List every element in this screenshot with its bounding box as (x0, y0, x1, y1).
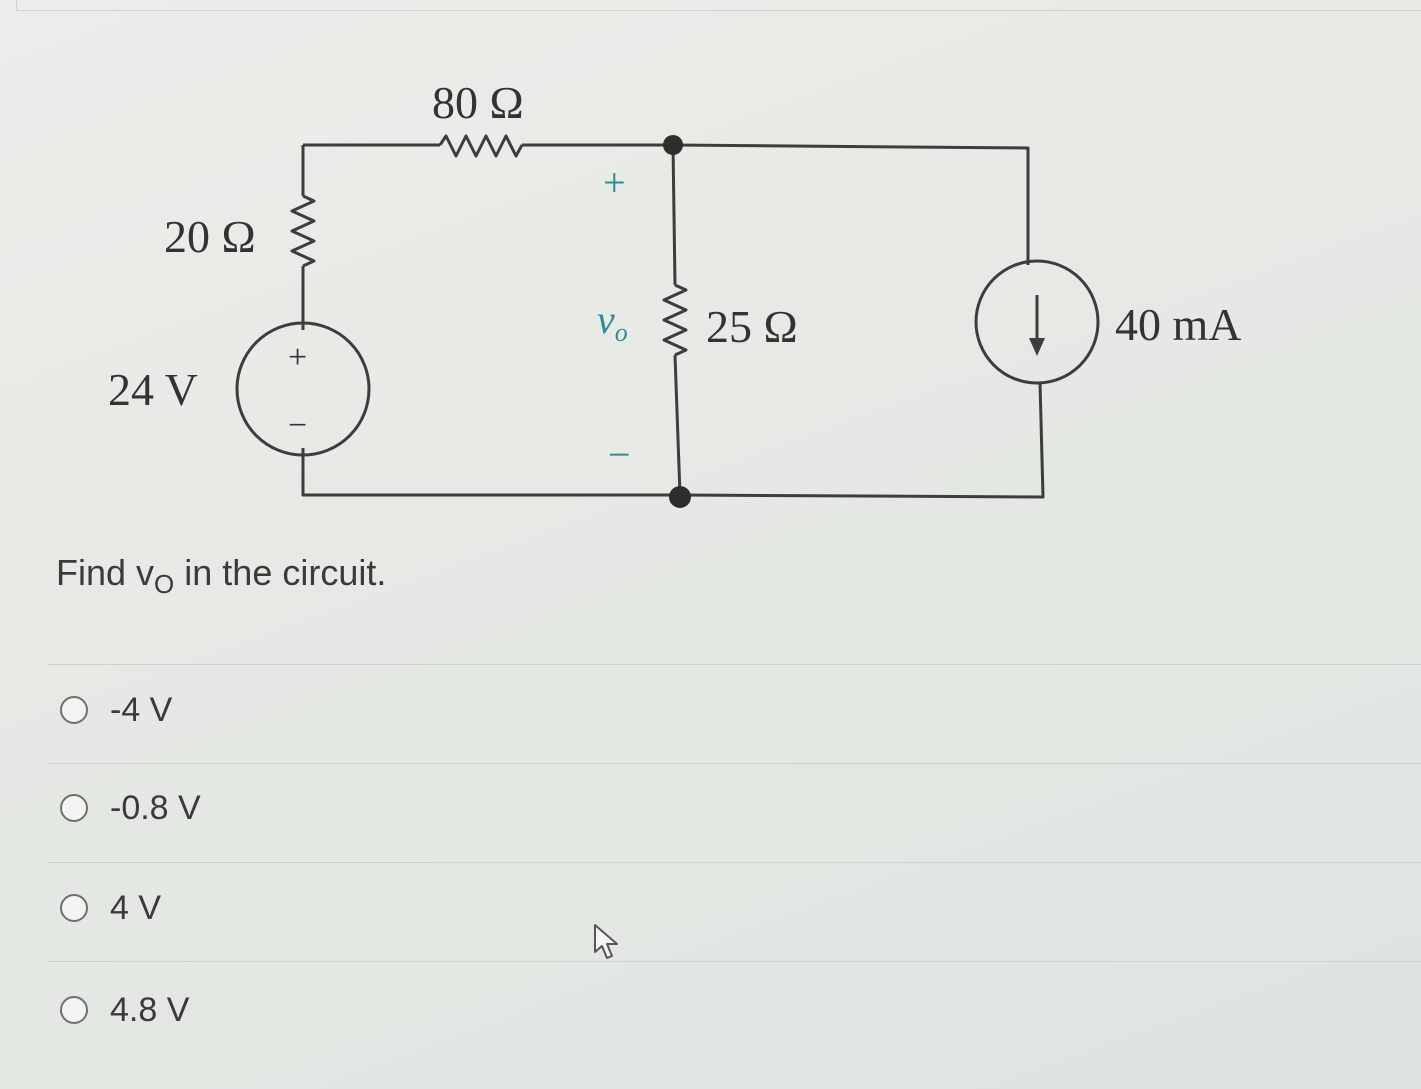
answer-option-label: 4 V (110, 888, 162, 927)
vo-label: vo (597, 297, 628, 347)
question-prefix: Find v (56, 552, 155, 593)
node-bottom (669, 486, 691, 508)
answer-option[interactable]: -0.8 V (60, 786, 201, 830)
voltage-source-symbol (235, 321, 371, 457)
answer-option[interactable]: 4.8 V (60, 988, 189, 1032)
answer-option-label: -4 V (110, 690, 173, 729)
radio-button-icon[interactable] (60, 996, 88, 1024)
wire-mid-top (671, 144, 677, 286)
resistor-20-label: 20 Ω (164, 211, 256, 262)
voltage-source-minus: − (288, 407, 307, 444)
answer-option-label: 4.8 V (110, 990, 190, 1029)
answer-option[interactable]: 4 V (60, 886, 161, 930)
vo-label-letter: v (597, 297, 615, 342)
current-arrowhead-icon (1029, 338, 1045, 356)
resistor-25-label: 25 Ω (706, 301, 798, 352)
divider (48, 763, 1421, 764)
radio-button-icon[interactable] (60, 696, 88, 724)
wire-left-bottom (301, 448, 680, 497)
resistor-20-symbol (290, 194, 316, 268)
resistor-25-symbol (662, 283, 688, 357)
voltage-source-plus: + (288, 339, 307, 376)
question-text: Find vO in the circuit. (56, 552, 386, 600)
vo-plus: + (603, 160, 626, 205)
mouse-cursor-icon (594, 924, 618, 959)
divider (48, 664, 1421, 665)
current-source-label: 40 mA (1115, 299, 1242, 350)
vo-label-sub: o (615, 318, 628, 347)
voltage-source-label: 24 V (108, 364, 198, 415)
wire-mid-bottom (673, 354, 682, 496)
question-frame (16, 0, 1421, 11)
answer-option[interactable]: -4 V (60, 688, 172, 732)
current-source-symbol (974, 259, 1100, 385)
question-suffix: in the circuit. (174, 552, 387, 593)
circuit-diagram: 80 Ω 20 Ω 25 Ω 24 V 40 mA + − + − vo (108, 77, 1242, 508)
radio-button-icon[interactable] (60, 794, 88, 822)
divider (48, 961, 1421, 962)
vo-minus: − (608, 432, 631, 477)
wire-top-right (522, 143, 1030, 265)
resistor-80-symbol (438, 134, 524, 158)
answer-option-label: -0.8 V (110, 788, 201, 827)
wire-right-bottom (679, 381, 1045, 499)
divider (48, 862, 1421, 863)
resistor-80-label: 80 Ω (432, 77, 524, 128)
radio-button-icon[interactable] (60, 894, 88, 922)
question-sub: O (154, 569, 175, 599)
node-top (663, 135, 683, 155)
